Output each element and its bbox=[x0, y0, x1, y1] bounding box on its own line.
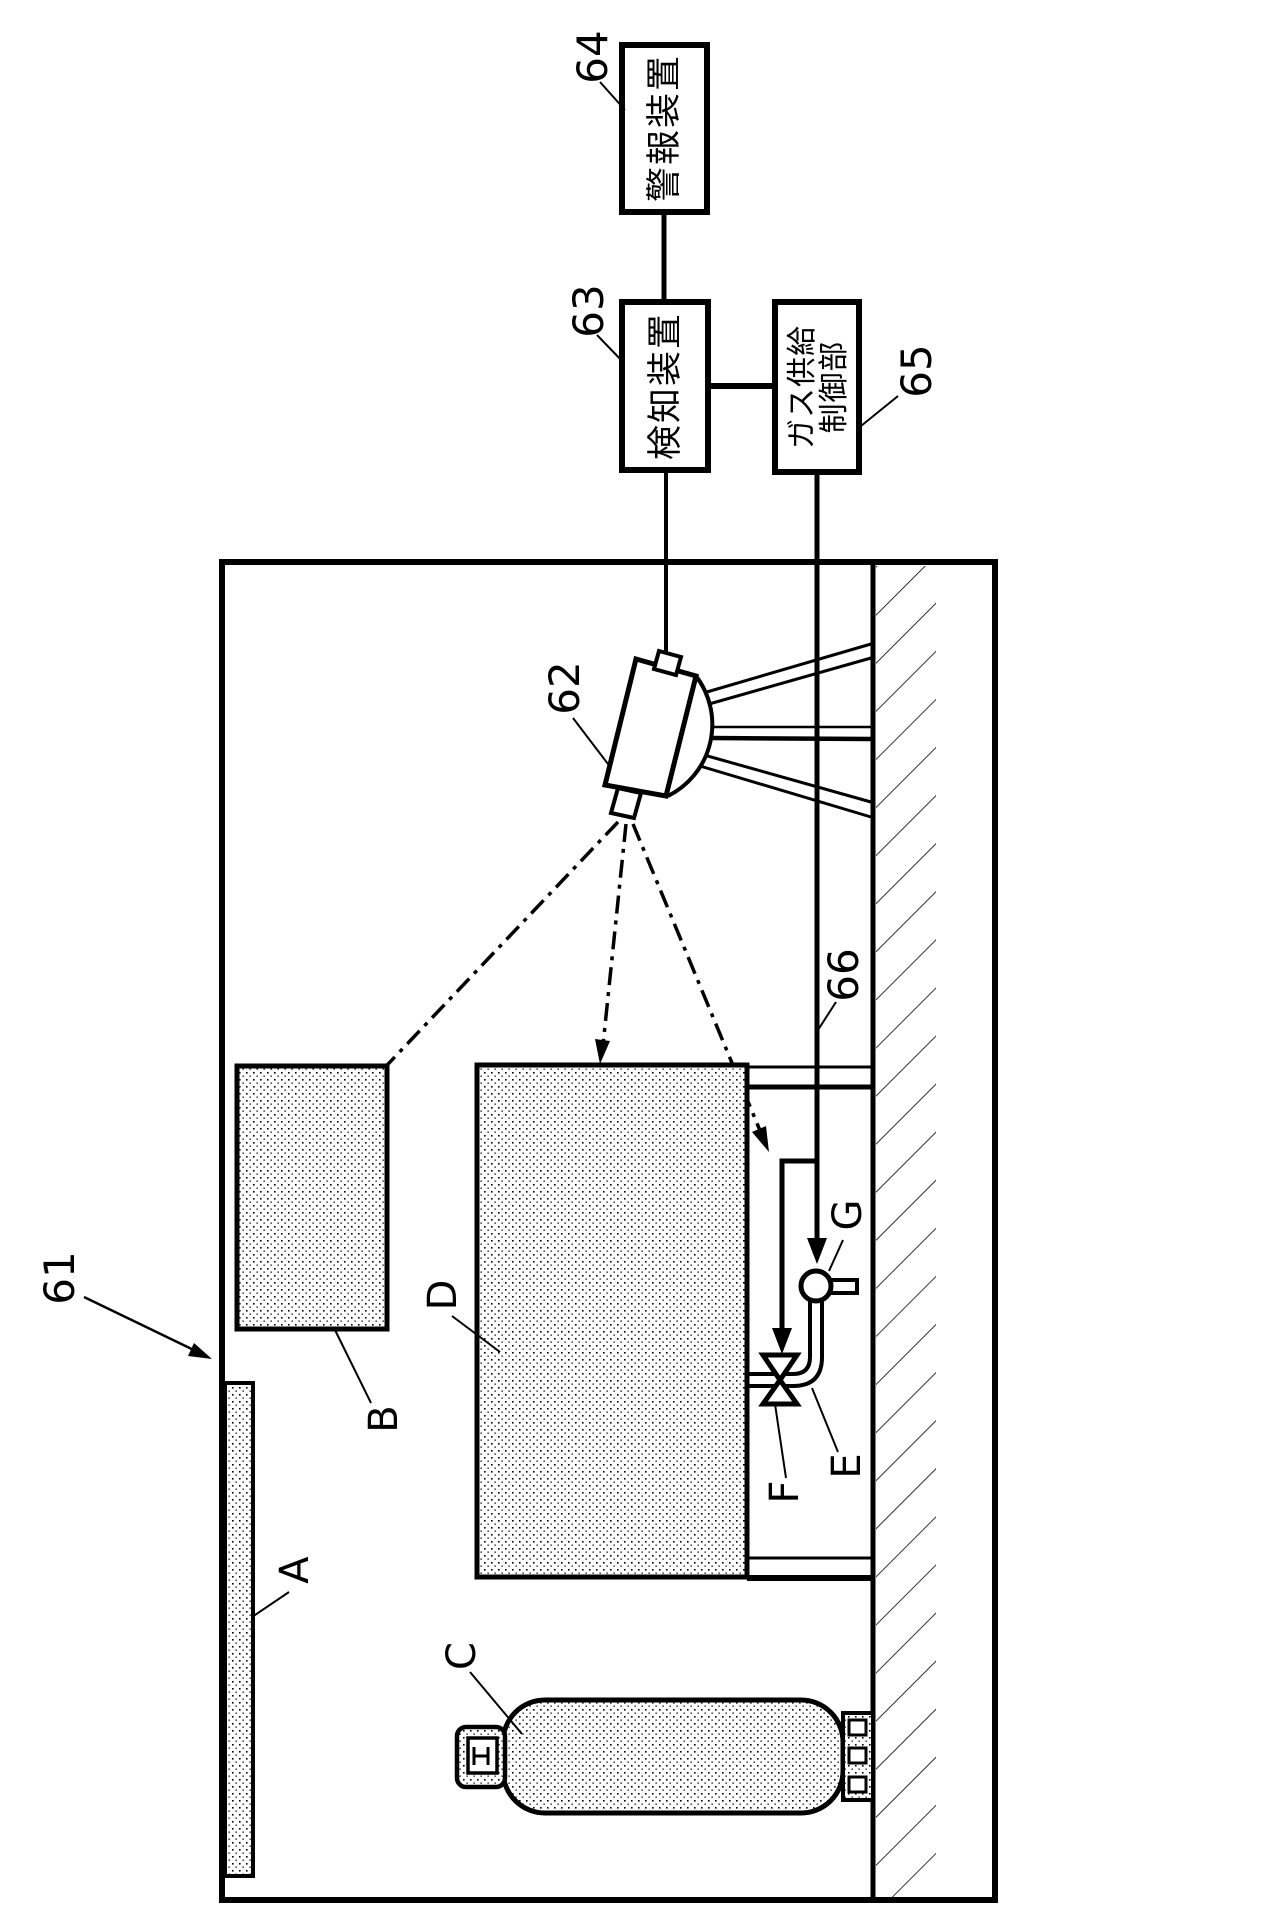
arrowhead-pipe-66 bbox=[807, 1238, 827, 1264]
leader-f bbox=[774, 1403, 787, 1479]
alarm-device-box bbox=[619, 42, 710, 215]
region-b: B bbox=[234, 1063, 407, 1433]
leader-63 bbox=[596, 334, 625, 364]
pipe-e-outer bbox=[747, 1301, 824, 1388]
label-c: C bbox=[439, 1642, 485, 1670]
label-g: G bbox=[825, 1200, 871, 1231]
gas-outlet-assembly: 66 G E F bbox=[747, 948, 871, 1504]
region-b-area bbox=[234, 1063, 390, 1332]
pipe-e-inner bbox=[747, 1301, 812, 1376]
bracket-slot-3 bbox=[847, 1775, 868, 1794]
leader-65 bbox=[860, 395, 899, 427]
region-d-area bbox=[474, 1062, 750, 1580]
beam-to-region-b bbox=[332, 820, 620, 1123]
ref-65: 65 bbox=[892, 344, 941, 397]
beam-to-region-d bbox=[601, 823, 628, 1046]
panel-a: A bbox=[223, 1381, 318, 1878]
leg-middle-2 bbox=[709, 735, 872, 742]
label-b: B bbox=[361, 1405, 407, 1432]
leader-64 bbox=[599, 81, 626, 111]
leader-62 bbox=[572, 717, 609, 765]
bracket-slot-2 bbox=[847, 1746, 868, 1765]
leader-61 bbox=[83, 1295, 203, 1356]
arrowhead-beam-valve bbox=[752, 1126, 769, 1152]
region-d: D bbox=[420, 1062, 871, 1581]
label-e: E bbox=[824, 1453, 870, 1478]
scanner-dome bbox=[667, 674, 715, 798]
gas-supply-control-label-2: 制御部 bbox=[817, 341, 852, 434]
nozzle-ball-g bbox=[798, 1268, 834, 1304]
ref-62: 62 bbox=[540, 661, 589, 714]
leader-e bbox=[811, 1387, 839, 1453]
cylinder-body bbox=[500, 1697, 846, 1816]
nozzle-stem bbox=[828, 1278, 859, 1295]
arrowhead-beam-d bbox=[595, 1039, 610, 1064]
leg-upper-2 bbox=[701, 656, 872, 708]
ground-hatching bbox=[876, 566, 936, 1897]
leader-b bbox=[334, 1329, 372, 1404]
leg-upper-1 bbox=[699, 642, 872, 696]
gas-supply-control-box bbox=[772, 299, 862, 475]
room-ref: 61 bbox=[35, 1251, 212, 1359]
bracket-slot-1 bbox=[847, 1718, 868, 1737]
detection-device-box bbox=[619, 299, 711, 473]
scanner-62: 62 bbox=[540, 642, 872, 821]
ref-61: 61 bbox=[35, 1251, 84, 1304]
leader-a bbox=[251, 1591, 290, 1618]
ref-66: 66 bbox=[819, 948, 868, 1001]
gas-supply-control-label-1: ガス供給 bbox=[785, 325, 820, 449]
device-boxes: 警報装置 64 検知装置 63 ガス供給 制御部 65 bbox=[564, 30, 941, 1242]
label-d: D bbox=[420, 1280, 466, 1311]
leader-c bbox=[469, 1671, 523, 1735]
arrowhead-branch bbox=[772, 1328, 792, 1354]
label-f: F bbox=[762, 1480, 808, 1503]
panel-a-area bbox=[223, 1381, 255, 1878]
scanner-connector bbox=[651, 648, 684, 678]
valve-f-top bbox=[758, 1352, 802, 1385]
detection-device-label: 検知装置 bbox=[646, 312, 686, 460]
gas-cylinder-c: C bbox=[439, 1642, 875, 1816]
label-a: A bbox=[272, 1556, 318, 1584]
ref-64: 64 bbox=[568, 30, 617, 83]
leader-d bbox=[451, 1315, 501, 1353]
leader-g bbox=[828, 1239, 844, 1272]
leg-lower-1 bbox=[703, 753, 872, 804]
alarm-device-label: 警報装置 bbox=[645, 54, 685, 202]
leg-lower-2 bbox=[699, 764, 872, 819]
ref-63: 63 bbox=[564, 284, 613, 337]
scanner-emitter bbox=[608, 785, 644, 821]
arrowhead-61 bbox=[188, 1343, 212, 1359]
leader-66 bbox=[817, 1001, 837, 1031]
valve-control-branch bbox=[779, 1158, 817, 1338]
valve-f-bottom bbox=[758, 1375, 802, 1407]
